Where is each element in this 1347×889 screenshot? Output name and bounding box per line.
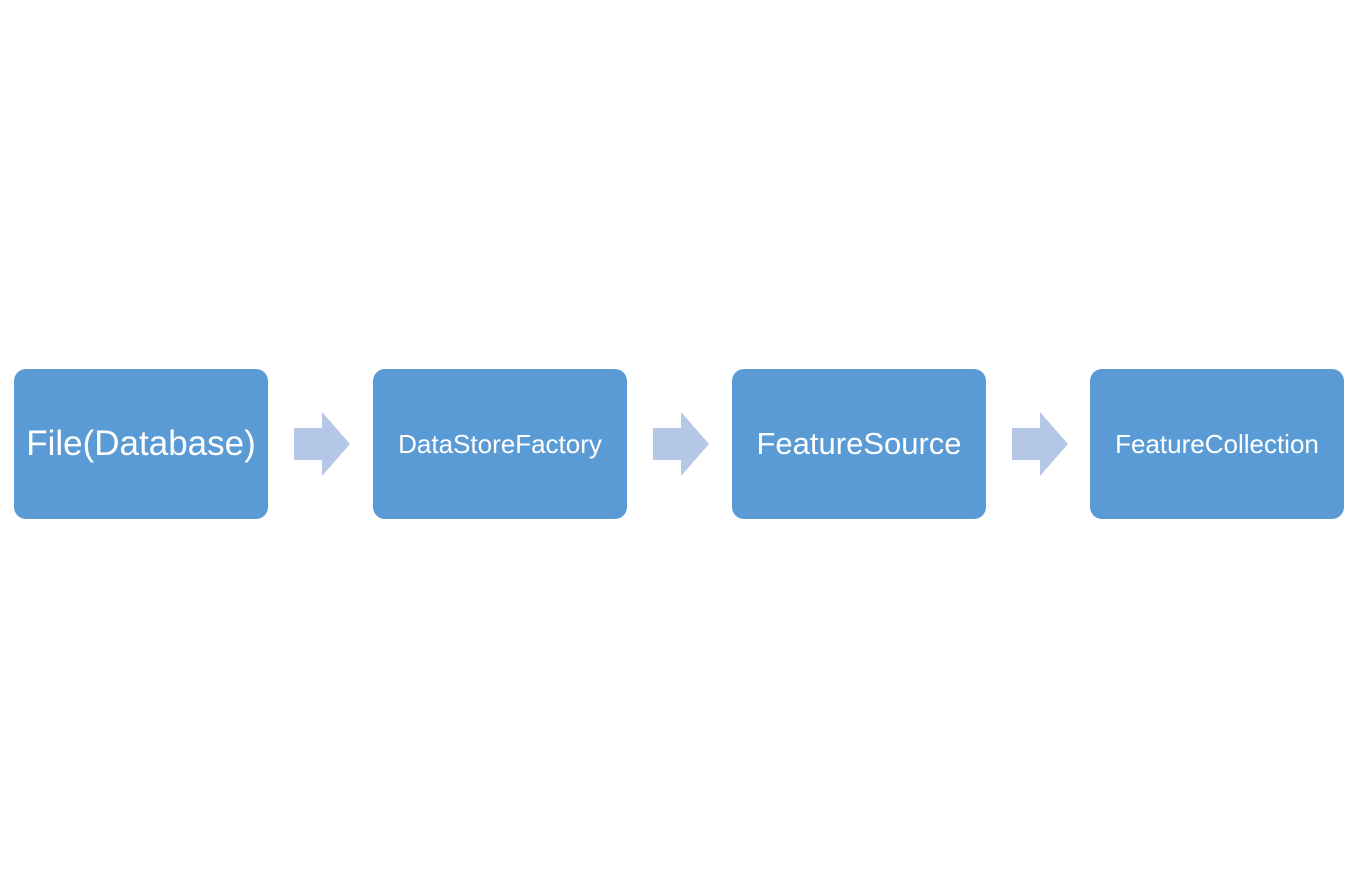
right-arrow-icon [294, 412, 350, 476]
node-label: FeatureCollection [1115, 428, 1319, 459]
node-featuresource: FeatureSource [732, 369, 986, 519]
node-label: DataStoreFactory [398, 428, 602, 459]
node-file-database: File(Database) [14, 369, 268, 519]
node-label: File(Database) [26, 424, 256, 463]
right-arrow-icon [1012, 412, 1068, 476]
node-featurecollection: FeatureCollection [1090, 369, 1344, 519]
node-datastorefactory: DataStoreFactory [373, 369, 627, 519]
node-label: FeatureSource [756, 426, 962, 461]
right-arrow-icon [653, 412, 709, 476]
